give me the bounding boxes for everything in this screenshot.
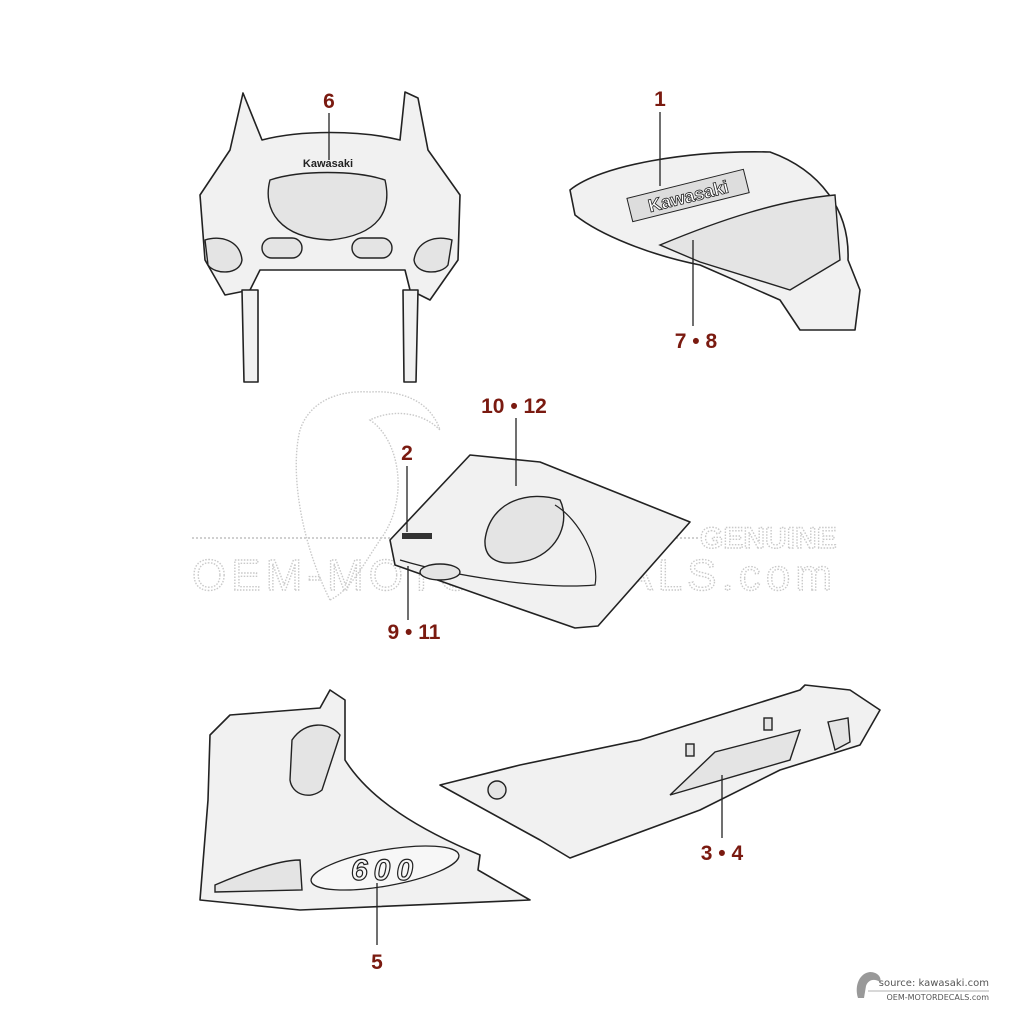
source-text: source: kawasaki.com: [879, 978, 989, 989]
decal-kawasaki-front: Kawasaki: [303, 158, 353, 170]
callout-10-12: 10 • 12: [481, 395, 547, 418]
side-cover: Kawasaki: [569, 112, 861, 331]
lower-fairing-right: [439, 684, 881, 859]
callout-2: 2: [401, 442, 413, 465]
front-fairing: Kawasaki: [199, 91, 461, 383]
callout-3-4: 3 • 4: [701, 842, 744, 865]
callout-9-11: 9 • 11: [388, 621, 441, 644]
callout-1: 1: [654, 88, 666, 111]
callout-7-8: 7 • 8: [675, 330, 718, 353]
callout-5: 5: [371, 951, 383, 974]
source-site: OEM-MOTORDECALS.com: [886, 993, 989, 1002]
decal-600: 600: [351, 854, 419, 887]
source-footer: source: kawasaki.com OEM-MOTORDECALS.com: [856, 972, 989, 1002]
callout-6: 6: [323, 90, 335, 113]
seat-cowl: [389, 418, 691, 629]
watermark-genuine: GENUINE: [700, 522, 837, 555]
lower-fairing-left: 600: [199, 689, 531, 945]
